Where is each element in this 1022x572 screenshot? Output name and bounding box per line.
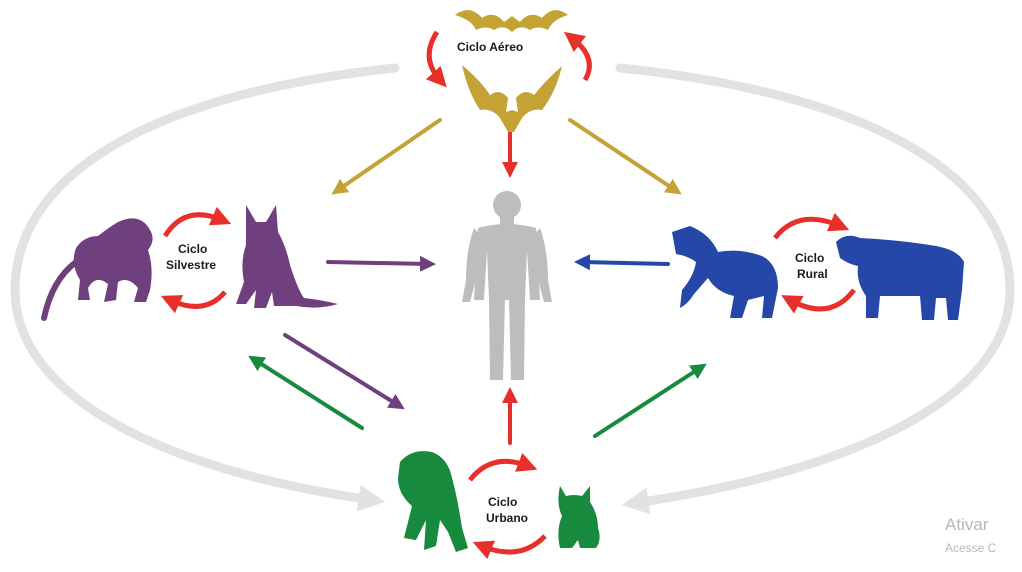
ciclo-silvestre-group: Ciclo Silvestre [41,205,338,321]
cycle-arrow-icon [160,290,227,314]
ciclo-rural-label-line1: Ciclo [795,251,824,265]
horse-icon [672,226,778,318]
ciclo-aereo-group: Ciclo Aéreo [425,10,592,132]
watermark-line1: Ativar [945,515,989,534]
watermark-line2: Acesse C [945,541,997,555]
outer-ring-right-arc [615,63,1015,515]
ciclo-silvestre-label-line2: Silvestre [166,258,216,272]
bat-icon [462,65,562,132]
cycle-arrow-icon [773,212,850,240]
cycle-arrow-icon [781,288,856,314]
human-figure-icon [462,191,552,380]
ciclo-urbano-label-line1: Ciclo [488,495,517,509]
outer-ring [10,63,1015,515]
bat-icon [455,10,568,32]
arrow-bats-to-rural [568,118,682,195]
transmission-arrows [248,118,707,445]
fox-icon [236,205,338,308]
cow-icon [836,235,964,320]
ciclo-rural-group: Ciclo Rural [672,212,964,320]
cycle-arrow-icon [472,534,547,560]
ciclo-urbano-group: Ciclo Urbano [398,451,600,560]
outer-ring-left-arc [10,63,400,512]
arrow-urbano-to-silvestre [248,355,364,430]
monkey-icon [73,218,153,302]
arrow-urbano-to-rural [593,363,707,438]
arrow-rural-to-human [574,254,670,271]
ciclo-aereo-label: Ciclo Aéreo [457,40,523,54]
cat-icon [558,486,600,548]
cycle-arrow-icon [162,206,232,238]
ciclo-urbano-label-line2: Urbano [486,511,528,525]
cycle-arrow-icon [564,31,592,82]
cycle-arrow-icon [468,453,538,482]
arrow-silvestre-to-urbano [283,333,405,410]
dog-icon [398,451,468,552]
cycle-arrow-icon [425,30,447,88]
ciclo-silvestre-label-line1: Ciclo [178,242,207,256]
arrow-silvestre-to-human [326,255,436,272]
monkey-tail [41,259,79,321]
arrow-bats-to-silvestre [331,118,442,195]
ciclo-rural-label-line2: Rural [797,267,828,281]
